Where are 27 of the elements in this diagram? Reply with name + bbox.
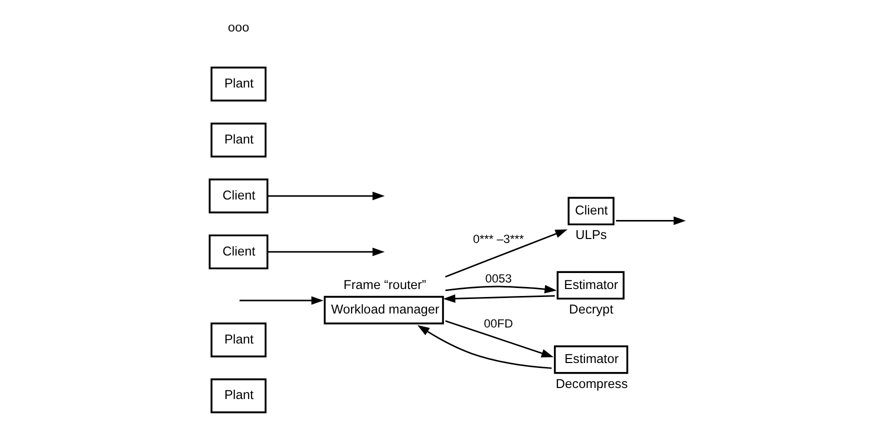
arrow [443, 294, 555, 303]
node-box: Plant [210, 322, 267, 358]
node-box: Plant [210, 378, 267, 414]
arrow [616, 216, 686, 225]
node-label: Decrypt [569, 301, 614, 316]
node-box: Client [208, 234, 268, 270]
arrow [445, 320, 554, 358]
arrow [240, 296, 324, 305]
arrow [268, 192, 385, 200]
node-label: Decompress [556, 376, 628, 391]
arrow [445, 284, 557, 294]
node-box: Plant [210, 122, 267, 158]
node-box: Estimator [556, 271, 625, 300]
arrow [445, 229, 568, 278]
node-label: Frame “router” [344, 276, 426, 292]
arrow [417, 325, 552, 369]
node-label: ULPs [575, 227, 607, 242]
edge-label: 0*** –3*** [472, 232, 524, 246]
edge-label: 00FD [484, 316, 514, 330]
node-box: Estimator [554, 345, 628, 374]
node-box: Plant [210, 66, 267, 102]
node-box: Workload manager [324, 296, 444, 324]
edge-label: 0053 [485, 272, 512, 286]
arrow [268, 248, 385, 256]
label: ooo [228, 20, 250, 35]
node-box: Client [208, 178, 268, 214]
node-box: Client [568, 196, 614, 226]
